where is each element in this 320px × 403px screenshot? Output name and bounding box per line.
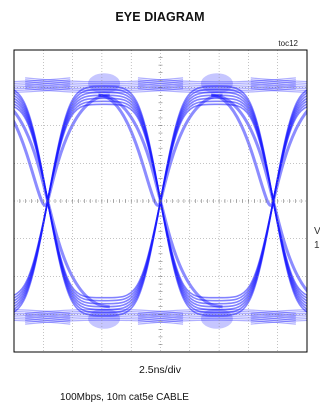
- eye-rail-low: [250, 312, 307, 318]
- eye-transition-edge: [14, 93, 110, 207]
- eye-trace-lower: [159, 200, 275, 308]
- eye-rail-high: [137, 77, 296, 83]
- eye-rail-high: [25, 79, 184, 85]
- eye-rail-high: [137, 79, 296, 85]
- chart-title: EYE DIAGRAM: [115, 10, 205, 24]
- eye-trace-upper: [46, 97, 162, 202]
- eye-rail-low: [250, 318, 307, 323]
- eye-rail-low: [250, 314, 307, 320]
- eye-rail-high: [137, 82, 296, 88]
- eye-rail-high: [137, 88, 296, 94]
- eye-rail-low: [25, 315, 184, 322]
- eye-rail-high: [25, 88, 184, 94]
- eye-rail-low: [250, 310, 307, 316]
- eye-overshoot-band: [200, 73, 233, 94]
- eye-rail-high: [25, 77, 184, 83]
- eye-trace-lower: [159, 200, 275, 299]
- eye-rail-low: [25, 310, 184, 316]
- plot-frame: [13, 49, 308, 353]
- x-scale-label: 2.5ns/div: [138, 364, 182, 376]
- eye-overshoot-band: [88, 73, 121, 94]
- eye-rail-low: [137, 310, 296, 316]
- eye-rail-low: [14, 309, 71, 314]
- eye-rail-low: [14, 318, 71, 323]
- eye-trace-lower: [159, 200, 275, 302]
- eye-rail-low: [25, 319, 184, 325]
- eye-rail-low: [14, 319, 71, 325]
- eye-rail-high: [250, 84, 307, 90]
- eye-trace-lower: [159, 200, 275, 305]
- eye-rail-high: [250, 79, 307, 84]
- chart-caption: 100Mbps, 10m cat5e CABLE: [60, 392, 189, 403]
- eye-rail-low: [250, 316, 307, 322]
- eye-rail-high: [14, 77, 71, 83]
- eye-overshoot-band: [0, 309, 7, 329]
- right-edge-text-2: 1: [314, 240, 320, 251]
- plot-grid: [13, 49, 308, 353]
- eye-transition-edge: [211, 93, 307, 207]
- figure-code: toc12: [278, 39, 298, 48]
- eye-trace-upper: [46, 100, 162, 202]
- eye-overshoot-band: [314, 73, 320, 93]
- eye-trace-upper: [159, 94, 275, 202]
- eye-trace-upper: [46, 94, 162, 202]
- eye-rail-low: [14, 316, 71, 322]
- eye-rail-low: [137, 312, 296, 318]
- eye-rail-high: [250, 88, 307, 93]
- eye-transition-edge: [211, 93, 307, 293]
- eye-rail-high: [250, 86, 307, 92]
- eye-rail-low: [250, 319, 307, 325]
- eye-trace-lower: [46, 200, 162, 308]
- eye-trace-lower: [272, 200, 307, 296]
- eye-rail-high: [250, 77, 307, 83]
- eye-overshoot-band: [314, 309, 320, 329]
- eye-overshoot-band: [88, 308, 121, 329]
- eye-rail-low: [14, 310, 71, 316]
- right-edge-text-1: V: [314, 226, 320, 237]
- eye-rail-high: [137, 86, 296, 92]
- eye-rail-low: [25, 312, 184, 318]
- eye-trace-upper: [159, 97, 275, 202]
- eye-rail-high: [14, 84, 71, 90]
- eye-rail-high: [14, 79, 71, 84]
- eye-trace-lower: [46, 200, 162, 302]
- eye-rail-high: [25, 86, 184, 92]
- eye-rail-high: [14, 82, 71, 88]
- eye-trace-lower: [46, 200, 162, 305]
- eye-overshoot-band: [200, 308, 233, 329]
- eye-rail-high: [250, 80, 307, 86]
- eye-rail-low: [250, 309, 307, 314]
- eye-overshoot-band: [0, 73, 7, 93]
- eye-rail-high: [14, 86, 71, 92]
- eye-trace-upper: [272, 106, 307, 202]
- eye-rail-high: [14, 80, 71, 86]
- eye-trace-lower: [46, 200, 162, 299]
- eye-trace-upper: [14, 106, 49, 202]
- eye-rail-high: [25, 82, 184, 88]
- eye-trace-upper: [159, 100, 275, 202]
- eye-trace-upper: [46, 103, 162, 202]
- eye-rail-high: [250, 82, 307, 88]
- eye-trace-lower: [14, 200, 49, 296]
- eye-rail-high: [14, 88, 71, 93]
- eye-rail-low: [137, 315, 296, 322]
- eye-rail-low: [137, 319, 296, 325]
- eye-rail-low: [14, 312, 71, 318]
- eye-rail-low: [14, 314, 71, 320]
- eye-trace-upper: [159, 103, 275, 202]
